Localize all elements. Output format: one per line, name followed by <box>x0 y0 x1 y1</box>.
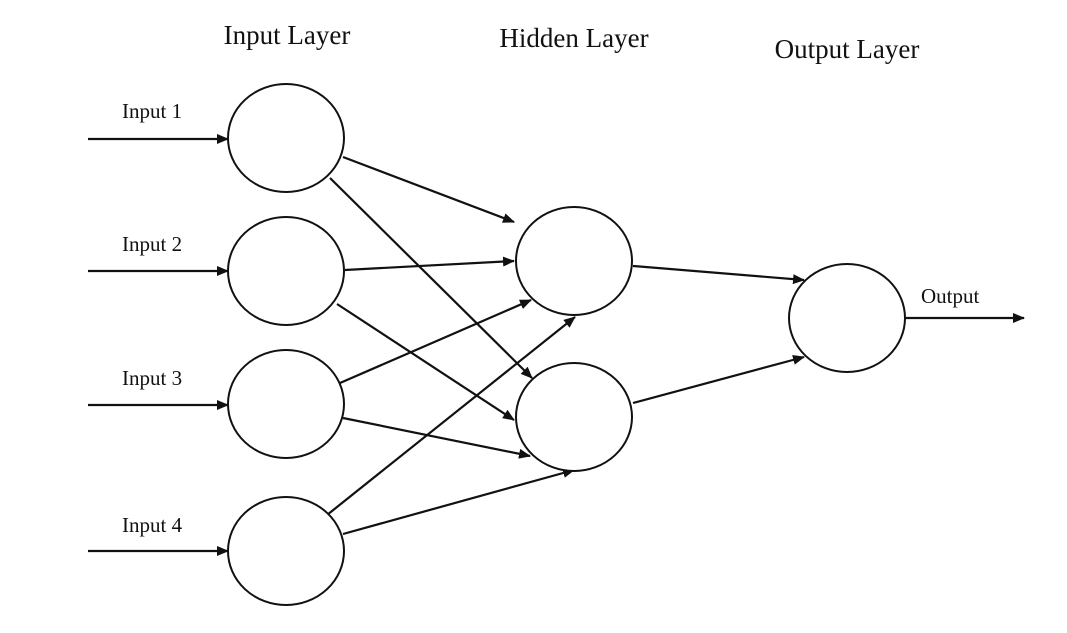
input-node-3 <box>227 349 345 459</box>
edge-i3-h1 <box>339 298 532 385</box>
output-layer-nodes <box>788 263 906 373</box>
edge-i2-h1 <box>344 256 515 272</box>
layer-title-hidden: Hidden Layer <box>499 23 648 53</box>
input-label-3: Input 3 <box>122 366 182 390</box>
output-label: Output <box>921 284 980 308</box>
hidden-layer-nodes <box>515 206 633 472</box>
edge-i4-h2 <box>342 468 575 536</box>
input-node-4 <box>227 496 345 606</box>
input-node-1 <box>227 83 345 193</box>
edge-i1-h1 <box>342 155 515 224</box>
layer-title-input: Input Layer <box>224 20 351 50</box>
output-node-1 <box>788 263 906 373</box>
input-layer-nodes <box>227 83 345 606</box>
input-node-2 <box>227 216 345 326</box>
layer-title-output: Output Layer <box>775 34 920 64</box>
connections-input-hidden <box>326 155 576 536</box>
edge-h2-o1 <box>632 355 805 405</box>
edge-i3-h2 <box>342 416 531 459</box>
edge-i4-h1 <box>326 316 576 516</box>
edge-h1-o1 <box>632 264 805 285</box>
connections-hidden-output <box>632 264 805 405</box>
hidden-node-2 <box>515 362 633 472</box>
hidden-node-1 <box>515 206 633 316</box>
input-label-1: Input 1 <box>122 99 182 123</box>
input-label-4: Input 4 <box>122 513 183 537</box>
input-label-2: Input 2 <box>122 232 182 256</box>
edge-i2-h2 <box>336 303 515 421</box>
edge-i1-h2 <box>329 177 533 379</box>
input-arrows <box>88 134 229 556</box>
